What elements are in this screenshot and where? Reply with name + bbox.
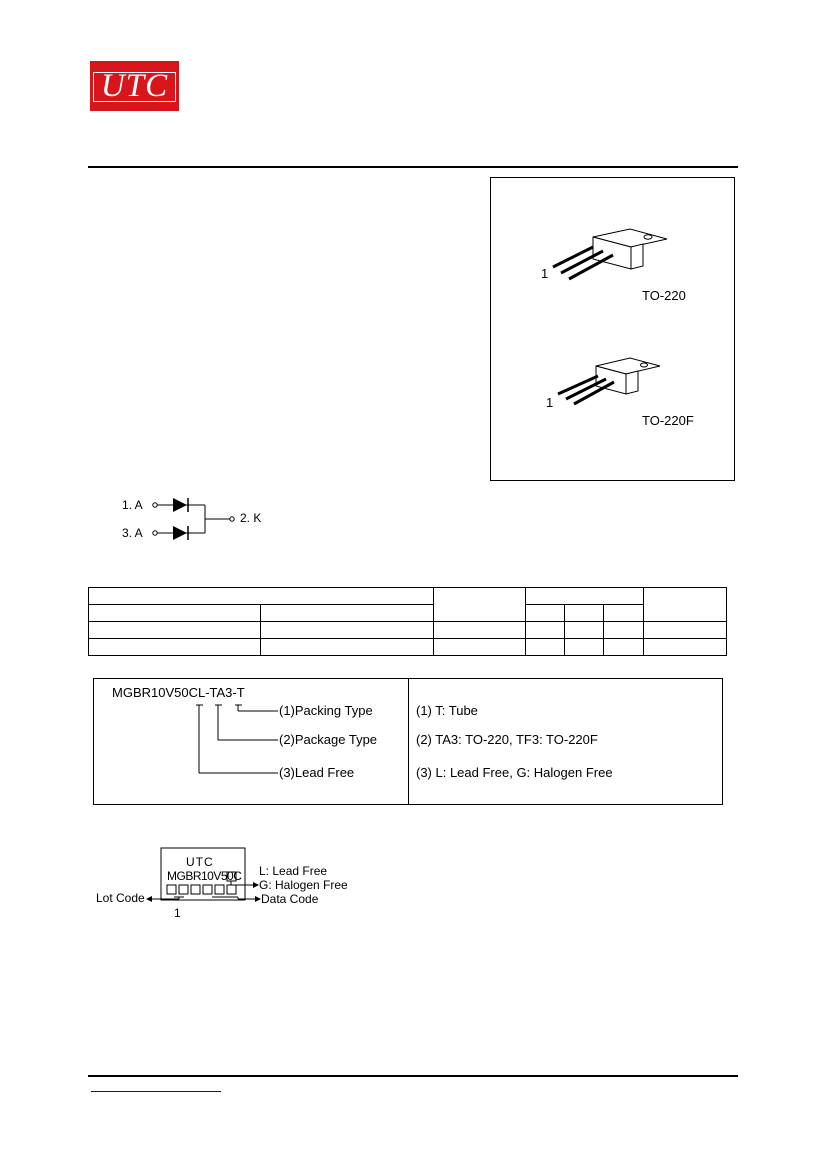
- marking-pin: 1: [174, 906, 181, 920]
- to220-pin-label: 1: [541, 266, 549, 281]
- table-cell: [643, 638, 727, 656]
- table-cell: [260, 604, 434, 622]
- table-cell: [260, 638, 434, 656]
- table-cell: [433, 638, 526, 656]
- table-cell: [643, 587, 727, 622]
- part-code-divider: [408, 678, 409, 805]
- table-row: [88, 621, 727, 639]
- to220-package-icon: [552, 228, 668, 281]
- package-type-desc: (2) TA3: TO-220, TF3: TO-220F: [416, 732, 598, 747]
- logo-text: UTC: [100, 67, 169, 104]
- table-cell: [564, 621, 604, 639]
- table-cell: [525, 587, 644, 605]
- table-cell: [433, 621, 526, 639]
- table-cell: [88, 604, 261, 622]
- part-code-leader-lines: [196, 704, 278, 774]
- table-cell: [88, 587, 434, 605]
- table-cell: [88, 621, 261, 639]
- logo-frame: [93, 72, 176, 102]
- table-cell: [88, 638, 261, 656]
- marking-data-code: Data Code: [261, 892, 319, 906]
- table-cell: [260, 621, 434, 639]
- table-cell: [564, 604, 604, 622]
- to220f-pin-label: 1: [546, 395, 554, 410]
- marking-diagram: [146, 847, 261, 902]
- table-cell: [525, 638, 565, 656]
- marking-brand: UTC: [186, 855, 214, 869]
- marking-lead-free: L: Lead Free: [259, 864, 328, 878]
- to220-name: TO-220: [642, 288, 686, 303]
- table-cell: [603, 604, 644, 622]
- pin-cathode-2: 2. K: [240, 511, 262, 525]
- footer-rule: [88, 1075, 738, 1077]
- part-code: MGBR10V50CL-TA3-T: [112, 685, 245, 700]
- pin-anode-1: 1. A: [122, 498, 143, 512]
- table-cell: [564, 638, 604, 656]
- packing-type-label: (1)Packing Type: [279, 703, 373, 718]
- lead-free-label: (3)Lead Free: [279, 765, 355, 780]
- to220f-name: TO-220F: [642, 413, 694, 428]
- header-rule: [88, 166, 738, 168]
- package-type-label: (2)Package Type: [279, 732, 378, 747]
- table-cell: [525, 604, 565, 622]
- ordering-table: [88, 587, 727, 656]
- table-cell: [603, 621, 644, 639]
- marking-part: MGBR10V50C: [167, 869, 242, 883]
- footer-link[interactable]: [91, 1091, 221, 1092]
- marking-lot-code: Lot Code: [96, 891, 145, 905]
- table-cell: [603, 638, 644, 656]
- lead-free-desc: (3) L: Lead Free, G: Halogen Free: [416, 765, 613, 780]
- table-cell: [525, 621, 565, 639]
- to220f-package-icon: [557, 357, 661, 406]
- marking-halogen-free: G: Halogen Free: [259, 878, 348, 892]
- table-row: [88, 638, 727, 656]
- table-cell: [643, 621, 727, 639]
- pin-anode-3: 3. A: [122, 526, 143, 540]
- packing-type-desc: (1) T: Tube: [416, 703, 478, 718]
- utc-logo: UTC: [90, 61, 179, 111]
- table-cell: [433, 587, 526, 622]
- package-box: [490, 177, 735, 481]
- diode-schematic-icon: [152, 498, 235, 540]
